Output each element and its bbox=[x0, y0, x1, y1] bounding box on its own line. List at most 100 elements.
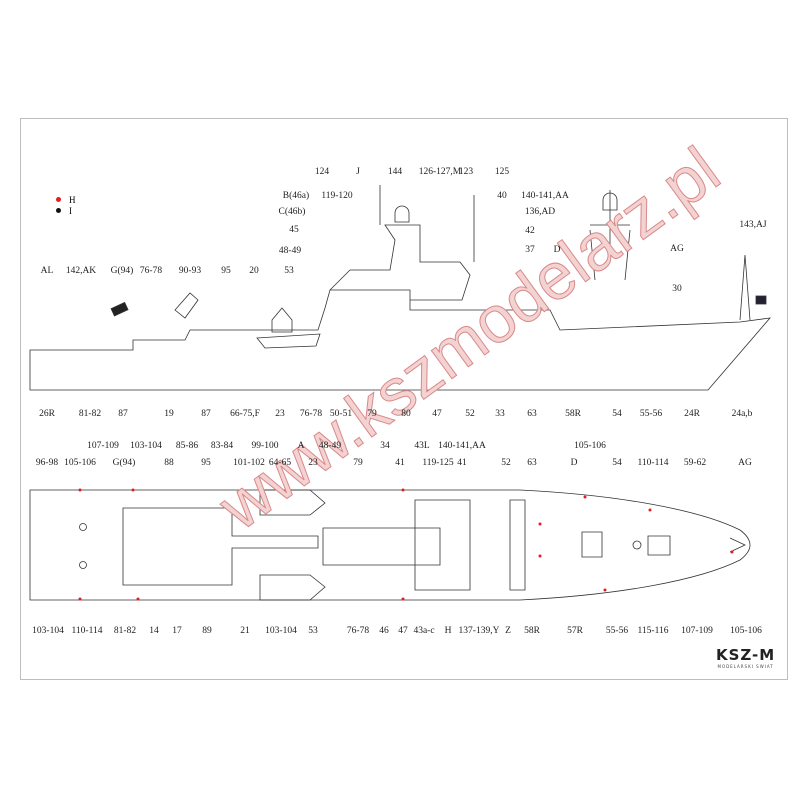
side-view-callout: 20 bbox=[249, 266, 259, 276]
side-view-callout: 76-78 bbox=[139, 266, 163, 276]
plan-bow-fittings bbox=[581, 531, 746, 558]
side-view-callout: 81-82 bbox=[78, 409, 102, 419]
plan-view-callout: 48-49 bbox=[318, 441, 342, 451]
side-view-callout: 119-120 bbox=[321, 191, 353, 201]
plan-view-callout: 43a-c bbox=[413, 626, 435, 636]
plan-view-callout: 115-116 bbox=[637, 626, 669, 636]
side-hull bbox=[29, 289, 771, 391]
side-view bbox=[29, 185, 771, 391]
side-flag bbox=[110, 301, 129, 317]
legend-item-h: H bbox=[56, 194, 76, 205]
plan-view-callout: G(94) bbox=[112, 458, 136, 468]
side-view-callout: 143,AJ bbox=[739, 220, 767, 230]
black-dot-icon bbox=[56, 208, 61, 213]
plan-view-callout: 140-141,AA bbox=[438, 441, 486, 451]
side-view-callout: 50-51 bbox=[329, 409, 353, 419]
plan-view-callout: 95 bbox=[201, 458, 211, 468]
side-mast bbox=[379, 185, 475, 262]
side-view-callout: 48-49 bbox=[278, 246, 302, 256]
side-view-callout: 142,AK bbox=[65, 266, 97, 276]
plan-view-callout: 17 bbox=[172, 626, 182, 636]
plan-view-callout: 99-100 bbox=[251, 441, 279, 451]
side-view-callout: J bbox=[356, 167, 360, 177]
plan-boats bbox=[259, 489, 326, 601]
plan-view-callout: 103-104 bbox=[265, 626, 297, 636]
side-view-callout: 26R bbox=[39, 409, 55, 419]
legend: H I bbox=[56, 194, 76, 216]
plan-view-callout: 105-106 bbox=[64, 458, 96, 468]
logo-subtitle: MODELARSKI SWIAT bbox=[717, 664, 774, 669]
plan-view-callout: 47 bbox=[398, 626, 408, 636]
side-view-callout: 53 bbox=[284, 266, 294, 276]
side-view-callout: 45 bbox=[289, 225, 299, 235]
plan-view-callout: 55-56 bbox=[605, 626, 629, 636]
plan-view-callout: 57R bbox=[567, 626, 583, 636]
plan-view-callout: 53 bbox=[308, 626, 318, 636]
plan-view-callout: 107-109 bbox=[681, 626, 713, 636]
side-view-callout: 95 bbox=[221, 266, 231, 276]
plan-view-callout: 103-104 bbox=[32, 626, 64, 636]
side-view-callout: 55-56 bbox=[639, 409, 663, 419]
plan-view-callout: 89 bbox=[202, 626, 212, 636]
side-view-callout: 87 bbox=[201, 409, 211, 419]
marker-dots bbox=[78, 488, 734, 601]
plan-view-callout: 63 bbox=[527, 458, 537, 468]
plan-view-callout: 23 bbox=[308, 458, 318, 468]
plan-view-callout: 105-106 bbox=[574, 441, 606, 451]
side-view-callout: 66-75,F bbox=[230, 409, 260, 419]
plan-view-callout: 64-65 bbox=[268, 458, 292, 468]
side-view-callout: 24a,b bbox=[731, 409, 753, 419]
plan-view-callout: 110-114 bbox=[637, 458, 669, 468]
side-view-callout: 54 bbox=[612, 409, 622, 419]
plan-view bbox=[29, 489, 751, 601]
plan-view-callout: 119-125 bbox=[422, 458, 454, 468]
side-view-callout: 144 bbox=[387, 167, 403, 177]
plan-view-callout: 58R bbox=[524, 626, 540, 636]
side-view-callout: G(94) bbox=[110, 266, 134, 276]
ksz-logo: KSZ-M MODELARSKI SWIAT bbox=[716, 646, 775, 669]
legend-label: I bbox=[69, 205, 72, 216]
plan-view-callout: 76-78 bbox=[346, 626, 370, 636]
plan-view-callout: 101-102 bbox=[233, 458, 265, 468]
side-view-callout: 124 bbox=[314, 167, 330, 177]
side-view-callout: 24R bbox=[684, 409, 700, 419]
side-view-callout: 40 bbox=[497, 191, 507, 201]
side-view-callout: 37 bbox=[525, 245, 535, 255]
plan-view-callout: 34 bbox=[380, 441, 390, 451]
plan-view-callout: 79 bbox=[353, 458, 363, 468]
side-view-callout: AG bbox=[670, 244, 684, 254]
plan-winch bbox=[632, 540, 642, 550]
side-view-callout: 126-127,M bbox=[418, 167, 462, 177]
plan-view-callout: 137-139,Y bbox=[458, 626, 500, 636]
plan-view-callout: 107-109 bbox=[87, 441, 119, 451]
plan-view-callout: 81-82 bbox=[113, 626, 137, 636]
side-view-callout: 136,AD bbox=[524, 207, 556, 217]
side-view-callout: 52 bbox=[465, 409, 475, 419]
plan-view-callout: Z bbox=[505, 626, 511, 636]
plan-view-callout: 41 bbox=[457, 458, 467, 468]
plan-view-callout: 41 bbox=[395, 458, 405, 468]
plan-view-callout: 46 bbox=[379, 626, 389, 636]
side-foremast bbox=[589, 190, 631, 281]
plan-hull bbox=[29, 489, 751, 601]
legend-item-i: I bbox=[56, 205, 76, 216]
side-view-callout: 80 bbox=[401, 409, 411, 419]
side-view-callout: 123 bbox=[458, 167, 474, 177]
legend-label: H bbox=[69, 194, 76, 205]
plan-superstructure bbox=[122, 499, 526, 591]
side-view-callout: 42 bbox=[525, 226, 535, 236]
plan-view-callout: 105-106 bbox=[730, 626, 762, 636]
sheet-frame bbox=[20, 118, 788, 680]
plan-view-callout: D bbox=[570, 458, 578, 468]
logo-mark: KSZ-M bbox=[716, 646, 776, 664]
side-view-callout: C(46b) bbox=[278, 207, 306, 217]
side-view-callout: 47 bbox=[432, 409, 442, 419]
side-view-callout: 90-93 bbox=[178, 266, 202, 276]
plan-view-callout: 43L bbox=[414, 441, 430, 451]
plan-view-callout: 14 bbox=[149, 626, 159, 636]
side-view-callout: 58R bbox=[565, 409, 581, 419]
red-dot-icon bbox=[56, 197, 61, 202]
side-view-callout: 19 bbox=[164, 409, 174, 419]
plan-view-callout: H bbox=[444, 626, 452, 636]
